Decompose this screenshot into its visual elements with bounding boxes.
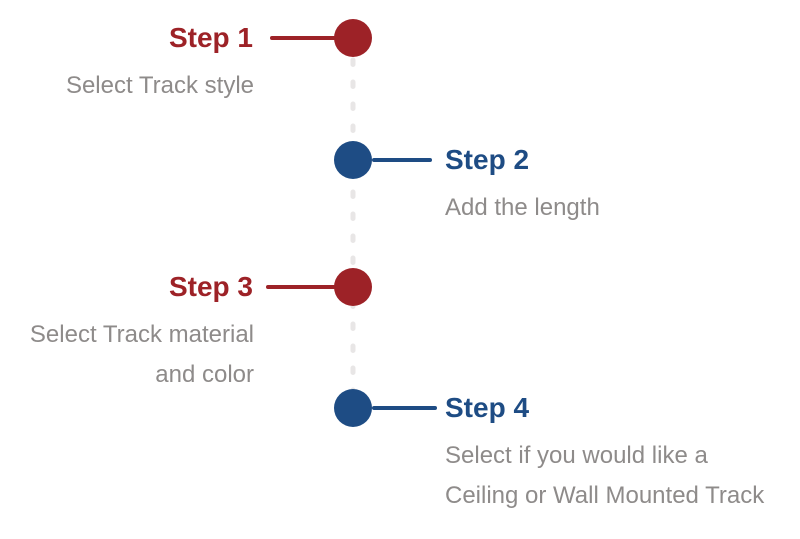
step-4-description-line-2: Ceiling or Wall Mounted Track — [445, 482, 765, 509]
step-3-description-line-2: and color — [155, 361, 254, 388]
step-2-description: Add the length — [445, 188, 600, 228]
step-4-label: Step 4 — [445, 392, 530, 423]
step-3-description-line-1: Select Track material — [29, 321, 254, 348]
step-1-label: Step 1 — [168, 22, 253, 53]
step-1-description-line-1: Select Track style — [65, 72, 254, 99]
step-2-label: Step 2 — [445, 144, 530, 175]
step-1-dot — [334, 19, 372, 57]
step-2-connector-line — [372, 158, 432, 162]
step-2-dot — [334, 141, 372, 179]
step-2-description-line-1: Add the length — [445, 194, 600, 221]
step-3-label: Step 3 — [168, 271, 253, 302]
step-3-connector-line — [266, 285, 336, 289]
step-3-description: Select Track material and color — [30, 315, 254, 395]
timeline-dashed-line — [350, 35, 356, 411]
step-1-description: Select Track style — [66, 66, 254, 106]
step-4-description: Select if you would like a Ceiling or Wa… — [445, 436, 764, 516]
step-4-connector-line — [372, 406, 437, 410]
step-3-dot — [334, 268, 372, 306]
step-4-dot — [334, 389, 372, 427]
step-1-connector-line — [270, 36, 336, 40]
step-4-description-line-1: Select if you would like a — [445, 442, 708, 469]
